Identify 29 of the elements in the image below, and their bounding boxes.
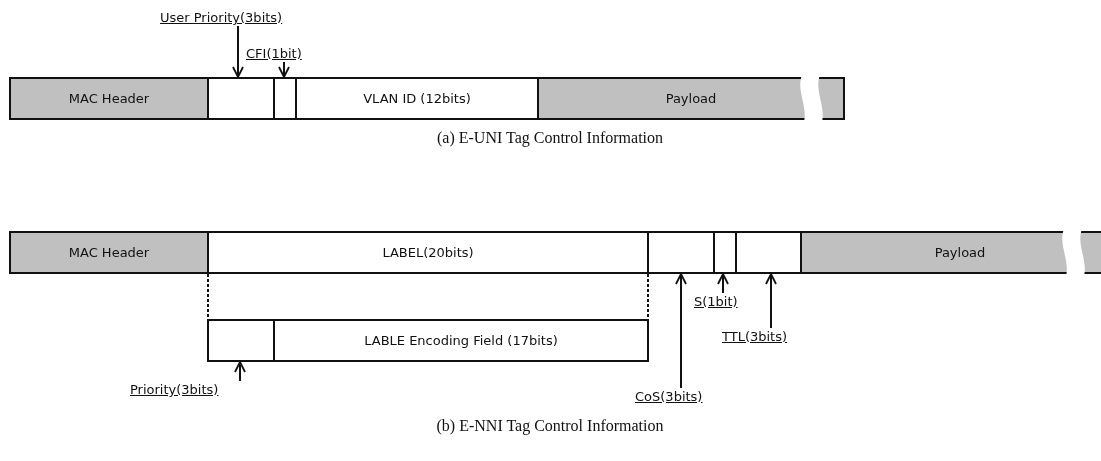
leader-arrow [234, 361, 246, 382]
field-box: Payload [800, 231, 1101, 274]
figure-caption: (a) E-UNI Tag Control Information [436, 129, 664, 147]
leader-arrow [717, 273, 729, 294]
field-label: S(1bit) [694, 293, 754, 310]
leader-arrow [675, 273, 687, 389]
field-box [207, 319, 275, 362]
leader-arrow [765, 273, 777, 329]
field-box [647, 231, 715, 274]
field-box [207, 77, 275, 120]
leader-arrow [232, 25, 244, 78]
field-box [273, 77, 297, 120]
field-label: Priority(3bits) [130, 381, 302, 398]
field-label: User Priority(3bits) [160, 9, 322, 26]
field-label: CFI(1bit) [246, 45, 322, 62]
field-box: LABEL(20bits) [207, 231, 649, 274]
field-box: Payload [537, 77, 845, 120]
field-box: MAC Header [9, 77, 209, 120]
field-label: CoS(3bits) [635, 388, 727, 405]
field-label: TTL(3bits) [722, 328, 813, 345]
field-box: LABLE Encoding Field (17bits) [273, 319, 649, 362]
leader-arrow [278, 61, 290, 78]
field-box: VLAN ID (12bits) [295, 77, 539, 120]
field-box [735, 231, 802, 274]
figure-caption: (b) E-NNI Tag Control Information [436, 417, 664, 435]
expansion-line [647, 273, 649, 320]
expansion-line [207, 273, 209, 320]
field-box [713, 231, 737, 274]
field-box: MAC Header [9, 231, 209, 274]
